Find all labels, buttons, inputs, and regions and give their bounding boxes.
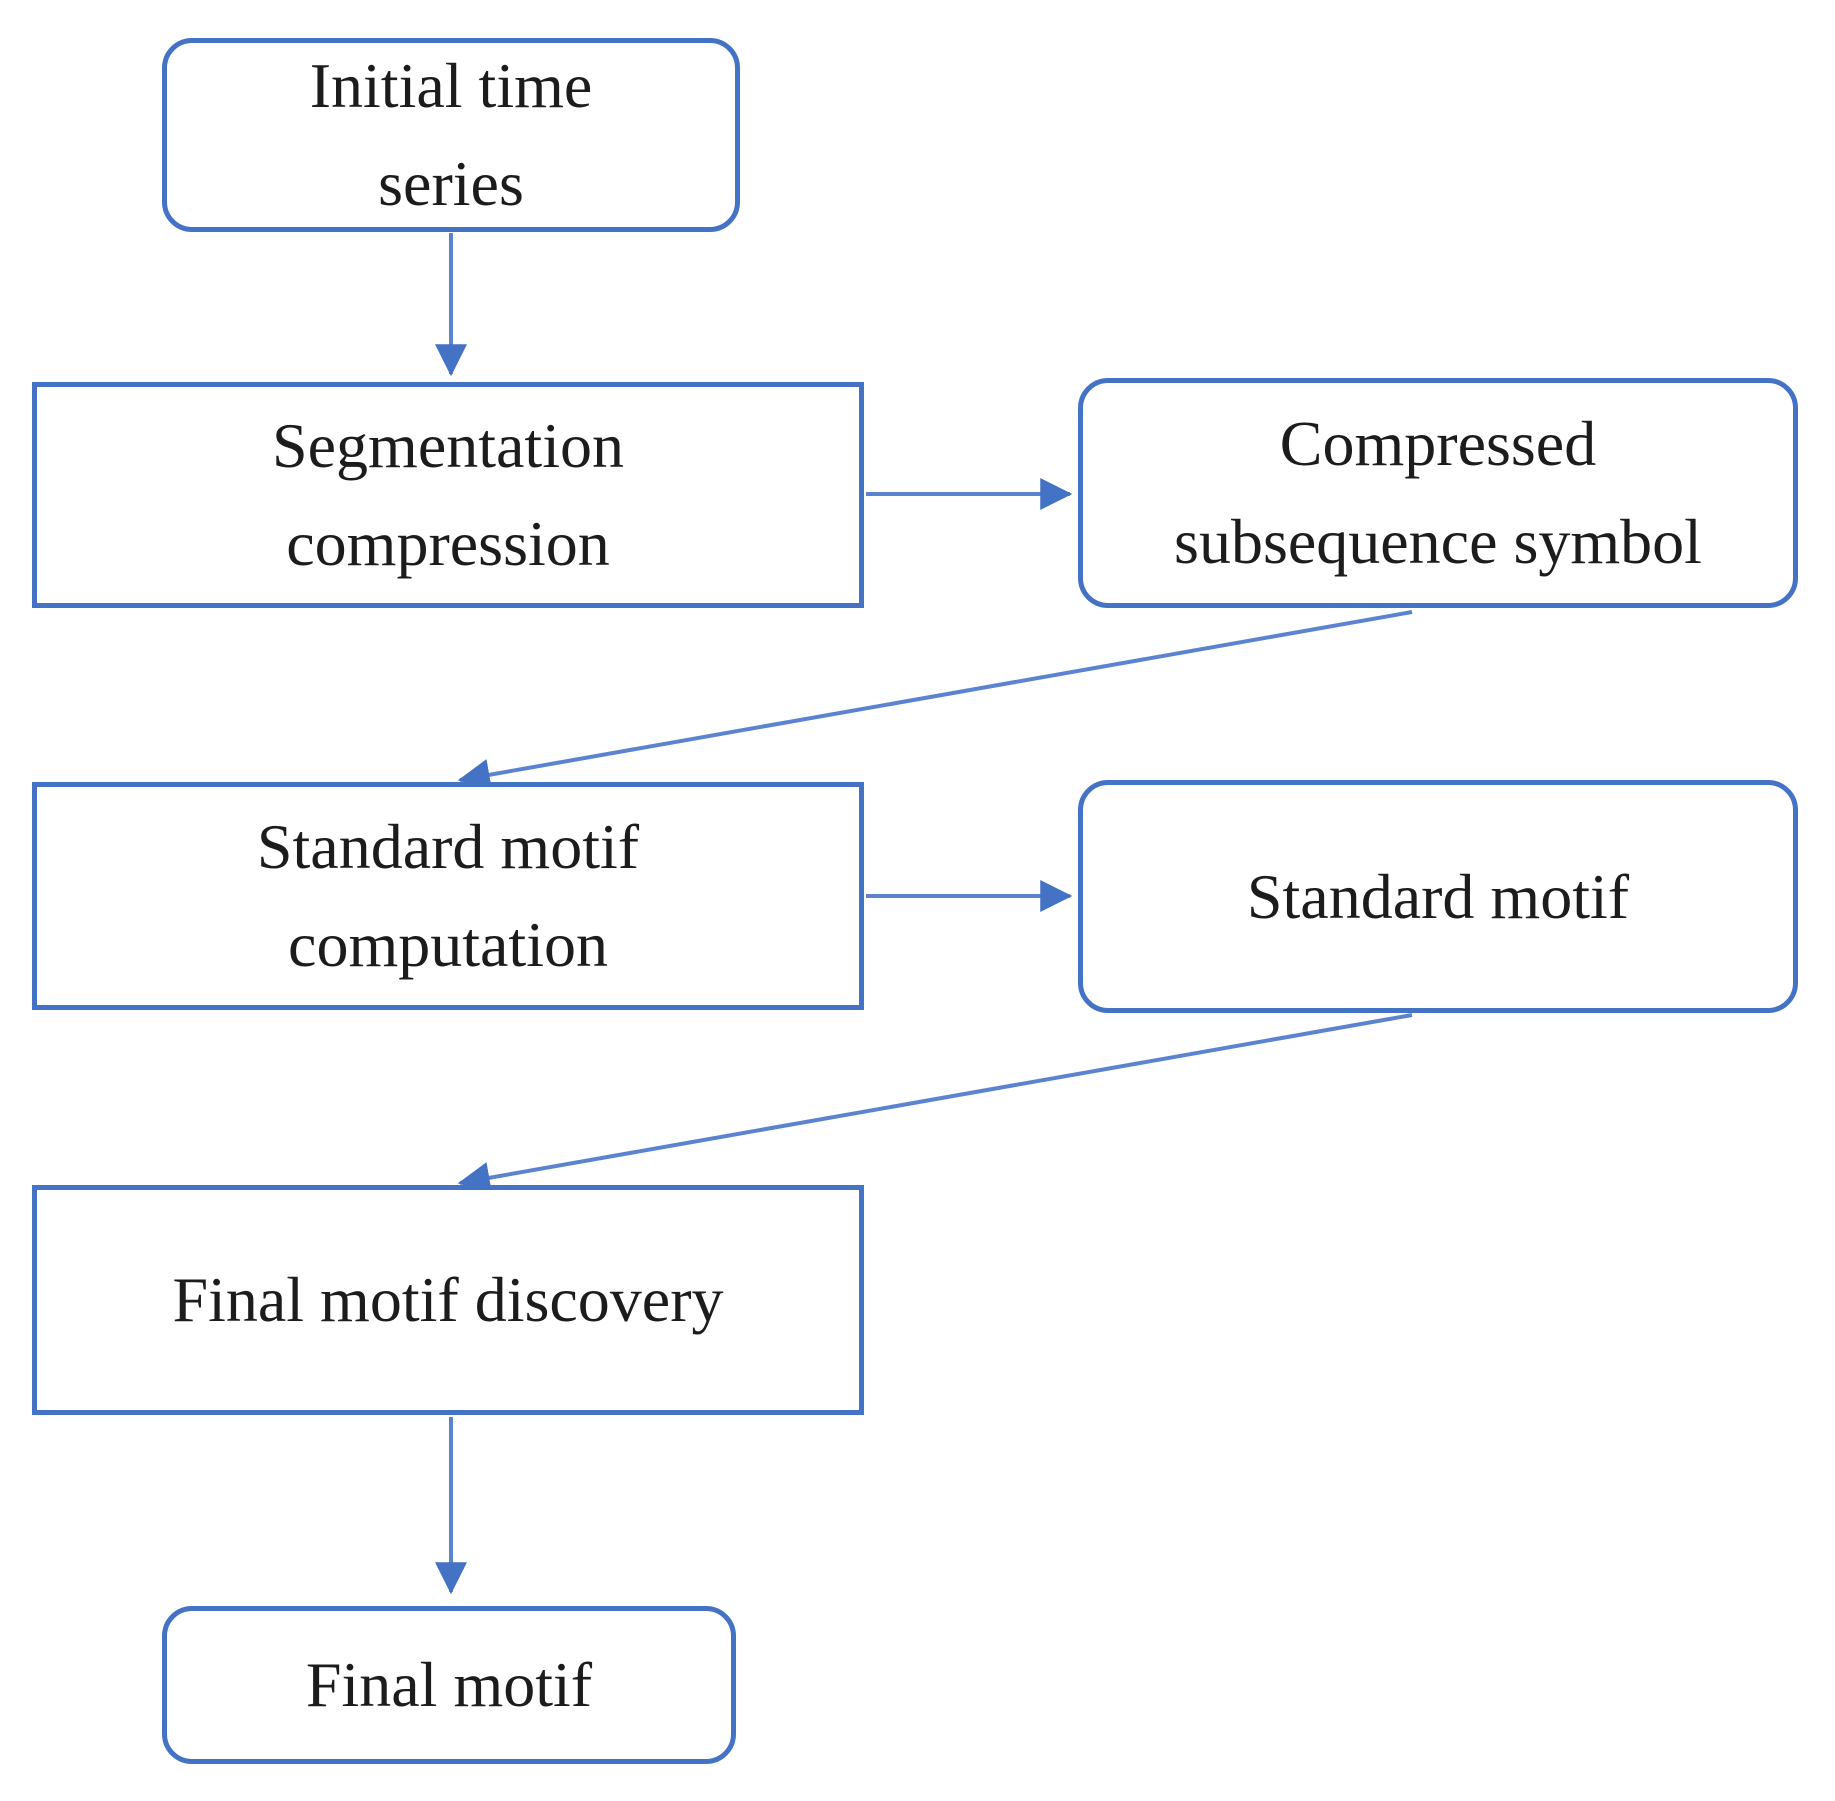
node-label-line: Compressed xyxy=(1279,408,1597,479)
node-label-line: computation xyxy=(288,909,608,980)
node-final-motif-label: Final motif xyxy=(306,1636,592,1734)
node-standard-motif-computation-label: Standard motif computation xyxy=(257,798,639,994)
node-label-line: series xyxy=(378,148,524,219)
node-final-motif-discovery: Final motif discovery xyxy=(32,1185,864,1415)
node-final-motif: Final motif xyxy=(162,1606,736,1764)
node-segmentation-compression-label: Segmentation compression xyxy=(272,397,624,593)
edge-compressed-to-standard-computation-arrow xyxy=(457,610,1413,791)
node-label-line: Initial time xyxy=(309,50,593,121)
node-standard-motif: Standard motif xyxy=(1078,780,1798,1013)
node-segmentation-compression: Segmentation compression xyxy=(32,382,864,608)
node-label-line: Final motif xyxy=(305,1649,593,1720)
node-label-line: subsequence symbol xyxy=(1174,506,1702,577)
node-standard-motif-computation: Standard motif computation xyxy=(32,782,864,1010)
node-compressed-subsequence-symbol: Compressed subsequence symbol xyxy=(1078,378,1798,608)
node-label-line: Final motif discovery xyxy=(172,1264,724,1335)
node-label-line: compression xyxy=(286,508,610,579)
node-initial-time-series: Initial time series xyxy=(162,38,740,232)
node-label-line: Standard motif xyxy=(1246,860,1630,932)
edge-standard-motif-to-final-discovery-arrow xyxy=(457,1013,1413,1194)
node-label-line: Segmentation xyxy=(272,410,624,481)
node-label-line: Standard motif xyxy=(256,811,640,882)
node-final-motif-discovery-label: Final motif discovery xyxy=(172,1251,723,1349)
node-initial-time-series-label: Initial time series xyxy=(310,37,593,233)
node-compressed-subsequence-symbol-label: Compressed subsequence symbol xyxy=(1174,395,1702,591)
node-standard-motif-label: Standard motif xyxy=(1247,848,1629,946)
